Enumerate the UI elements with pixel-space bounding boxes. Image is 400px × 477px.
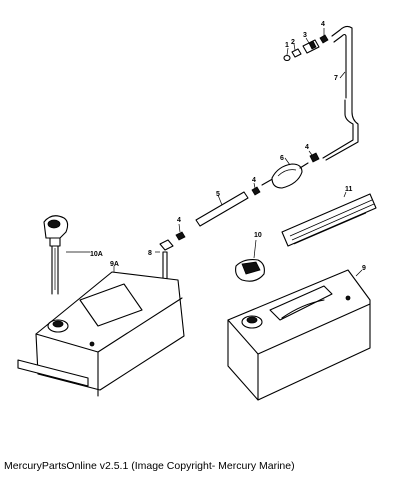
label-part-2: 2: [291, 39, 295, 46]
label-part-4-mid: 4: [305, 144, 309, 151]
label-part-5: 5: [216, 191, 220, 198]
part-9a-fuel-tank-left: [17, 266, 185, 397]
label-part-4-left: 4: [177, 217, 181, 224]
part-5-hose-segment: [195, 191, 249, 227]
part-4-clamp-top: [319, 28, 329, 44]
part-10-fuel-cap: [235, 239, 265, 282]
label-part-6: 6: [280, 155, 284, 162]
part-4-clamp-mid: [308, 150, 320, 163]
label-part-9: 9: [362, 265, 366, 272]
part-11-warning-decal: [281, 191, 377, 247]
part-10a-fuel-pickup: [43, 215, 90, 295]
part-6-primer-bulb: [261, 157, 309, 189]
label-part-3: 3: [303, 32, 307, 39]
label-part-11: 11: [345, 186, 353, 193]
part-2-fitting: [291, 43, 302, 58]
part-4-clamp-center: [251, 182, 261, 196]
label-part-4-center: 4: [252, 177, 256, 184]
image-caption: MercuryPartsOnline v2.5.1 (Image Copyrig…: [4, 460, 295, 472]
label-part-4-top: 4: [321, 21, 325, 28]
label-part-8: 8: [148, 250, 152, 257]
fuel-system-exploded-diagram: 1 2 3 4 7 4 6 4 5 11 4 10 8 10A 9A 9: [17, 21, 377, 401]
part-8-fitting: [155, 239, 174, 281]
label-part-1: 1: [285, 42, 289, 49]
part-3-connector: [302, 37, 320, 54]
label-part-10a: 10A: [90, 251, 103, 258]
part-1-o-ring: [283, 47, 291, 62]
label-part-9a: 9A: [110, 261, 119, 268]
label-part-7: 7: [334, 75, 338, 82]
part-7-fuel-hose: [322, 25, 359, 161]
part-4-clamp-left: [175, 223, 186, 241]
part-9-fuel-tank-right: [227, 269, 371, 401]
label-part-10: 10: [254, 232, 262, 239]
